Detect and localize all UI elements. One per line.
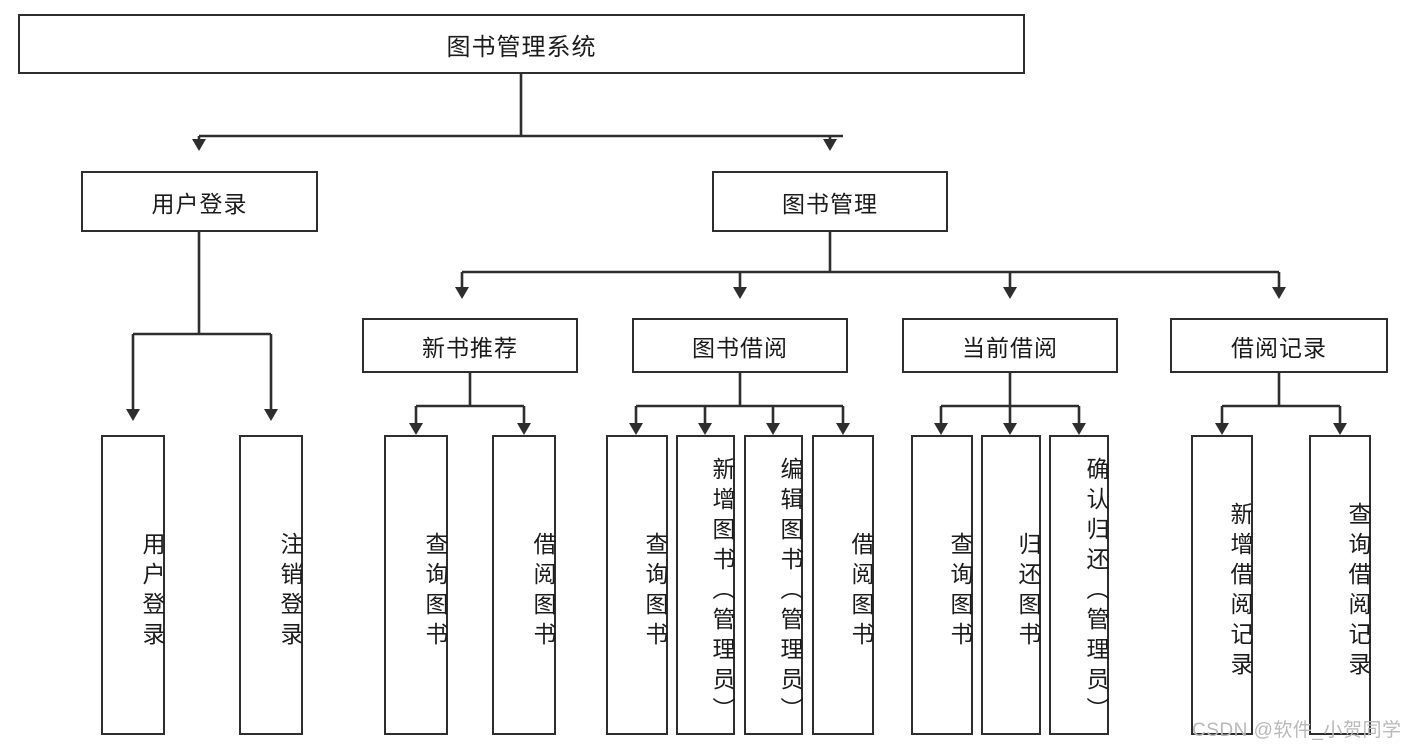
node-current-borrow[interactable]: 当前借阅 [902,318,1118,373]
leaf-add-book-admin-label: 新增图书（管理员） [709,457,735,727]
watermark-csdn: CSDN @软件_小贺同学 [1192,720,1402,741]
leaf-query-borrow-record[interactable]: 查询借阅记录 [1309,435,1371,735]
leaf-return-book-label: 归还图书 [1015,532,1041,652]
node-root-label: 图书管理系统 [446,33,597,61]
leaf-return-book[interactable]: 归还图书 [981,435,1041,735]
leaf-user-login-label: 用户登录 [139,532,165,652]
leaf-query-borrow-record-label: 查询借阅记录 [1345,502,1371,682]
leaf-add-borrow-record-label: 新增借阅记录 [1227,502,1253,682]
leaf-edit-book-admin[interactable]: 编辑图书（管理员） [744,435,803,735]
node-borrow-record-label: 借阅记录 [1231,334,1327,361]
leaf-add-book-admin[interactable]: 新增图书（管理员） [676,435,735,735]
leaf-confirm-return-admin-label: 确认归还（管理员） [1083,457,1109,727]
leaf-user-login[interactable]: 用户登录 [101,435,165,735]
node-user-login-label: 用户登录 [151,190,248,217]
node-book-manage-label: 图书管理 [782,190,878,217]
node-borrow-record[interactable]: 借阅记录 [1170,318,1388,373]
leaf-query-book-borrow-label: 查询图书 [642,532,668,652]
leaf-query-book-recommend[interactable]: 查询图书 [384,435,448,735]
leaf-logout-label: 注销登录 [277,532,303,652]
leaf-query-book-recommend-label: 查询图书 [422,532,448,652]
leaf-borrow-book-borrow[interactable]: 借阅图书 [812,435,874,735]
node-book-manage[interactable]: 图书管理 [712,171,948,232]
leaf-borrow-book-recommend[interactable]: 借阅图书 [492,435,556,735]
leaf-query-book-current[interactable]: 查询图书 [911,435,973,735]
node-new-book-recommend[interactable]: 新书推荐 [362,318,578,373]
leaf-query-book-borrow[interactable]: 查询图书 [606,435,668,735]
leaf-borrow-book-recommend-label: 借阅图书 [530,532,556,652]
leaf-query-book-current-label: 查询图书 [947,532,973,652]
node-root[interactable]: 图书管理系统 [18,14,1025,74]
node-book-borrow-label: 图书借阅 [692,334,788,361]
node-book-borrow[interactable]: 图书借阅 [632,318,848,373]
leaf-borrow-book-borrow-label: 借阅图书 [848,532,874,652]
node-current-borrow-label: 当前借阅 [962,334,1058,361]
leaf-confirm-return-admin[interactable]: 确认归还（管理员） [1049,435,1109,735]
leaf-edit-book-admin-label: 编辑图书（管理员） [777,457,803,727]
node-user-login[interactable]: 用户登录 [81,171,318,232]
leaf-logout[interactable]: 注销登录 [239,435,303,735]
node-new-book-recommend-label: 新书推荐 [422,334,518,361]
leaf-add-borrow-record[interactable]: 新增借阅记录 [1191,435,1253,735]
